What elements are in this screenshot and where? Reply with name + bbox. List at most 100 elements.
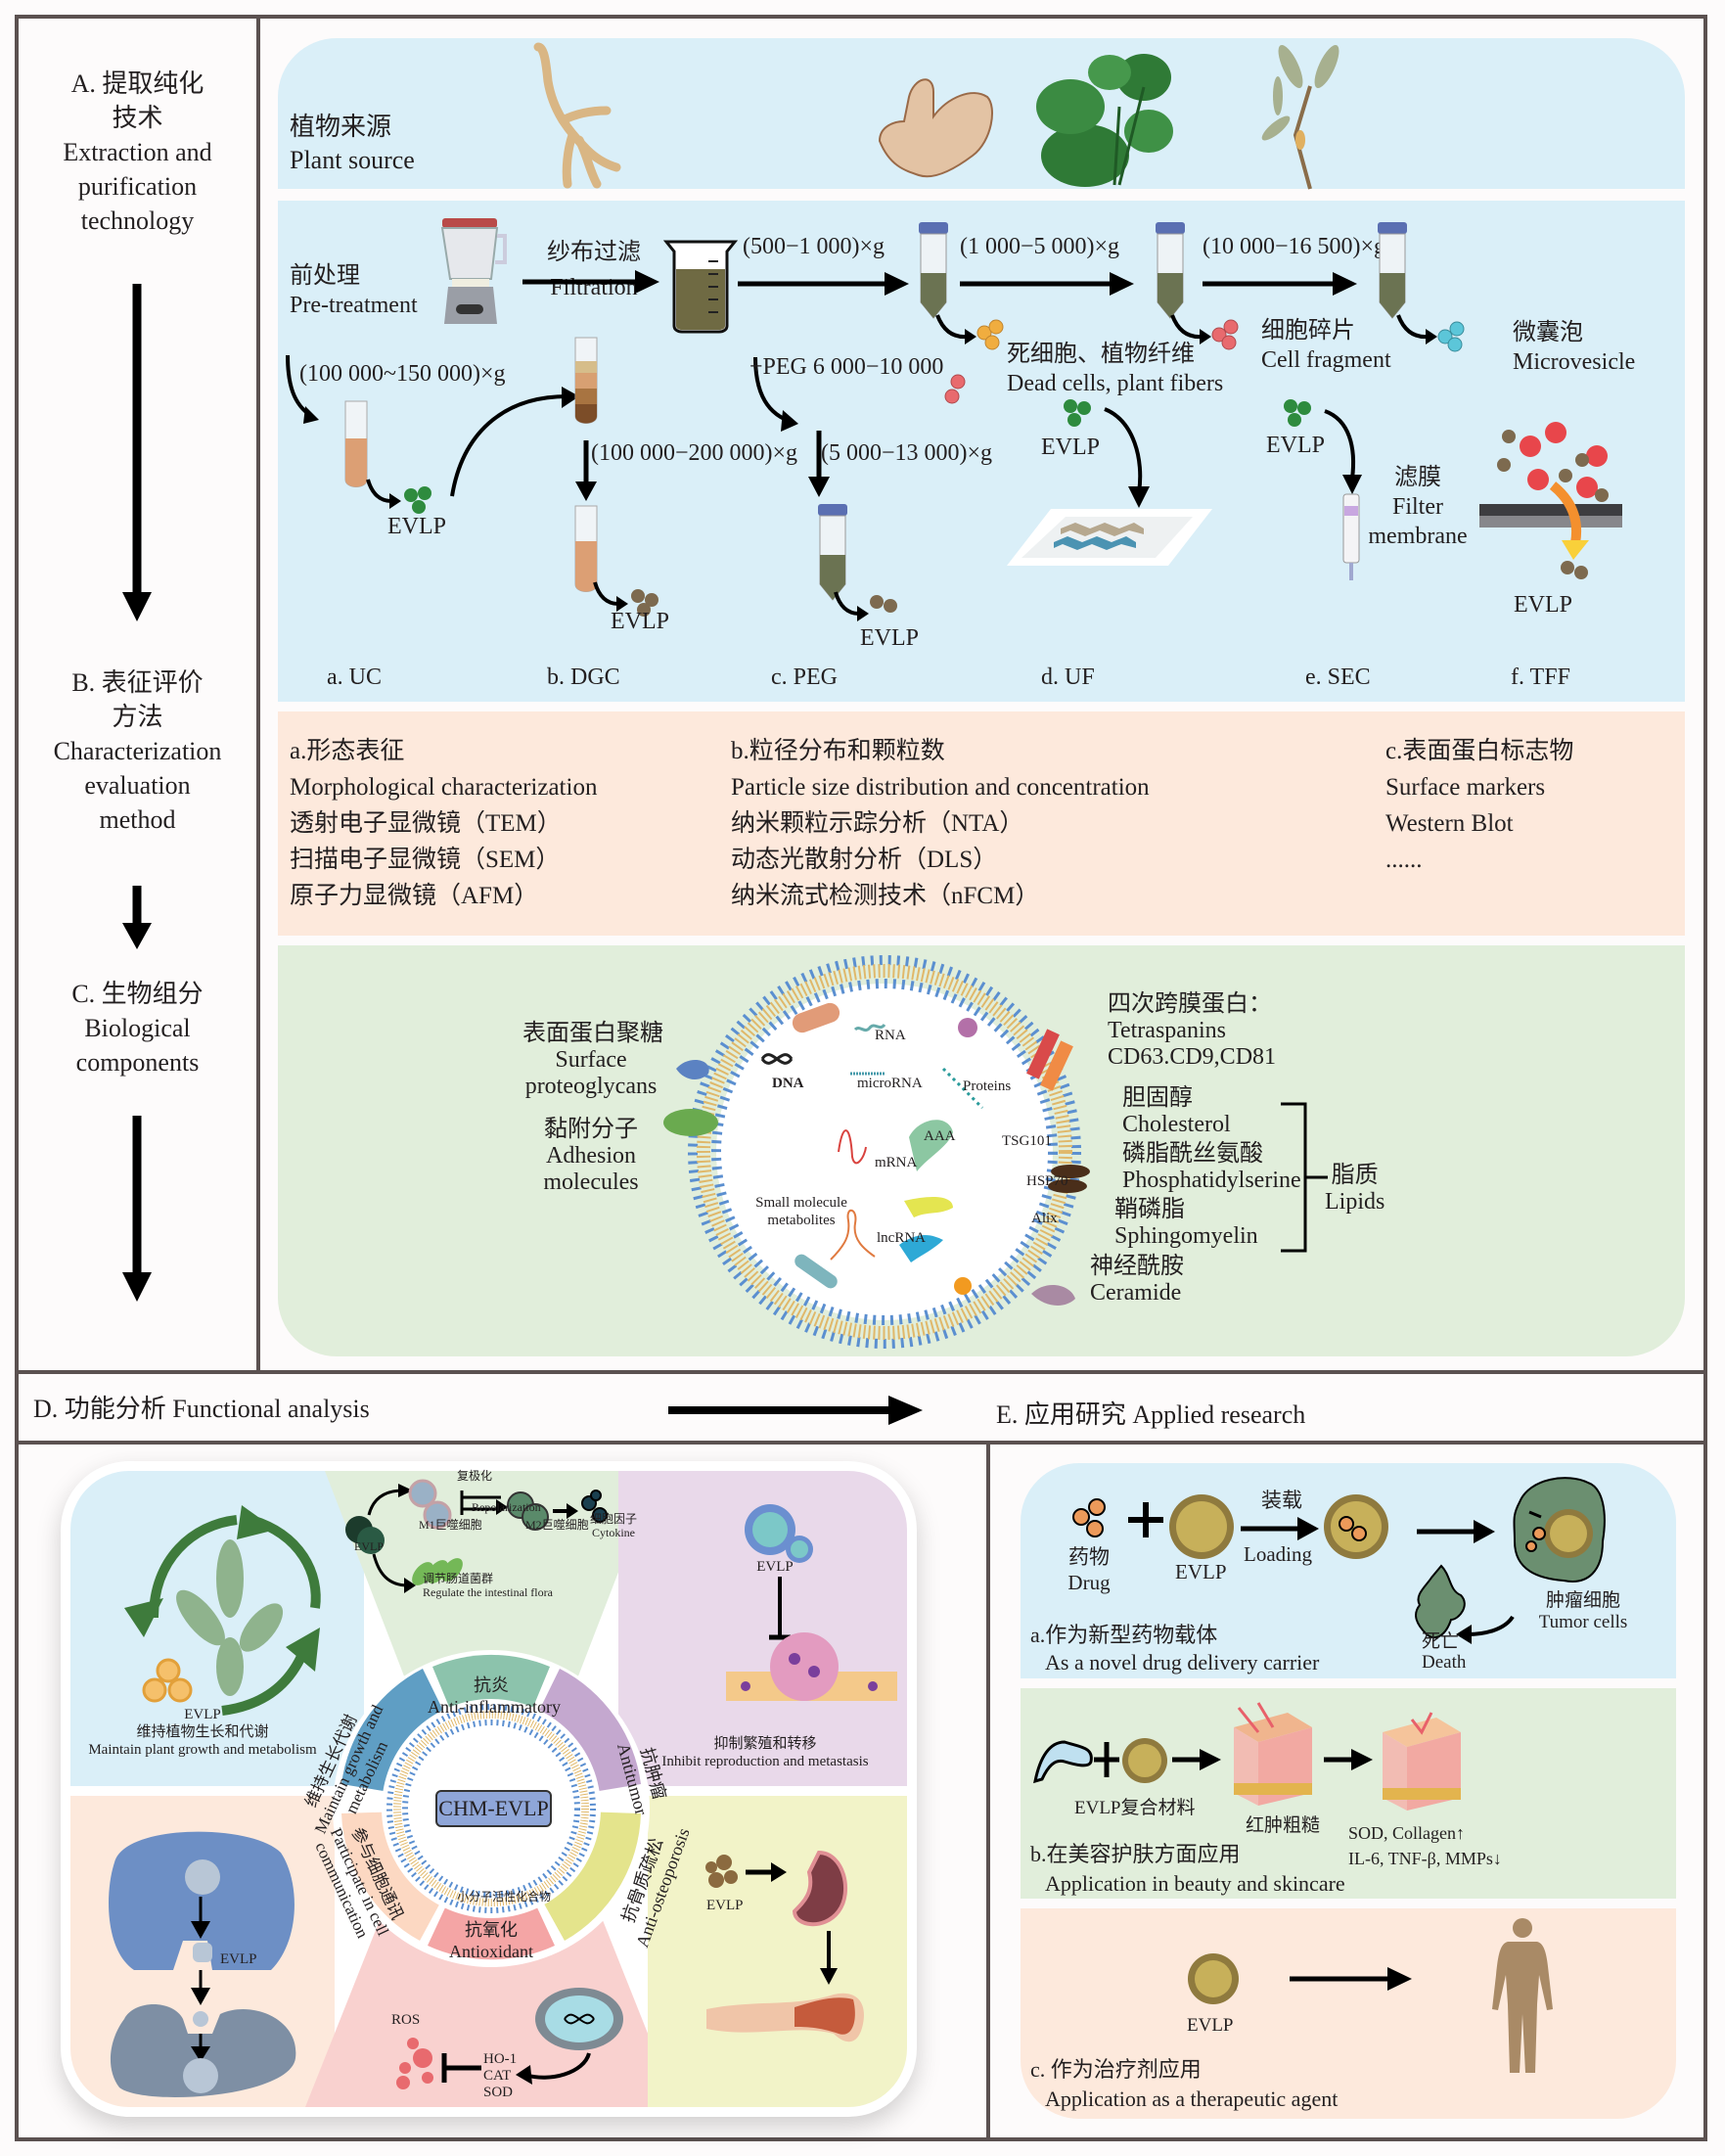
method-label-sec: e. SEC xyxy=(1305,665,1371,690)
peg-evlp-pellet xyxy=(834,591,897,621)
characterization-panel: a.形态表征 Morphological characterization 透射… xyxy=(278,711,1685,936)
section-c-label: C. 生物组分 Biological components xyxy=(19,977,256,1079)
flora-en: Regulate the intestinal flora xyxy=(423,1585,553,1599)
char-a-item: 透射电子显微镜（TEM） xyxy=(290,810,562,837)
drug-cn: 药物 xyxy=(1068,1545,1110,1569)
peg-red-particles xyxy=(944,374,966,404)
arrow-a-to-b xyxy=(122,284,152,621)
cytokine-cn: 细胞因子 xyxy=(589,1512,637,1526)
therapeutic-panel: EVLP c. 作为治疗剂应用 Application as a therape… xyxy=(1021,1908,1676,2119)
functional-analysis-card: 抗炎 Anti-inflammatory 抗肿瘤 Antitumor 抗骨质疏松… xyxy=(61,1461,917,2117)
skin-effects: SOD, Collagen↑ IL-6, TNF-β, MMPs↓ xyxy=(1348,1820,1502,1871)
ring-antioxidant-cn: 抗氧化 xyxy=(465,1920,518,1940)
tumor-inhibition-diagram xyxy=(726,1504,897,1701)
centrifuge-tube-3 xyxy=(1378,222,1407,319)
section-a-en3: technology xyxy=(80,206,195,235)
plant-source-label: 植物来源 Plant source xyxy=(290,111,415,177)
arrow-to-death xyxy=(1456,1615,1515,1644)
tetraspanins-en1: Tetraspanins xyxy=(1108,1018,1226,1043)
skin-effect-down: IL-6, TNF-β, MMPs↓ xyxy=(1348,1849,1502,1868)
microvesicle-label: 微囊泡 Microvesicle xyxy=(1513,318,1635,377)
section-b-cn2: 方法 xyxy=(112,703,163,731)
arrow-to-tumor xyxy=(1417,1520,1495,1543)
evlp-vesicle-diagram xyxy=(663,955,1090,1349)
pretreatment-en: Pre-treatment xyxy=(290,293,418,318)
dead-cells-cn: 死细胞、植物纤维 xyxy=(1007,342,1195,367)
arrow-step3 xyxy=(1203,272,1357,296)
loading-en: Loading xyxy=(1244,1542,1312,1566)
char-a-title-cn: a.形态表征 xyxy=(290,738,405,764)
plus-icon xyxy=(1128,1502,1163,1537)
dgc-result-tube xyxy=(574,505,598,592)
section-b-label: B. 表征评价 方法 Characterization evaluation m… xyxy=(19,665,256,837)
method-label-tff: f. TFF xyxy=(1511,665,1570,690)
arrow-uc-to-dgc xyxy=(450,387,579,497)
outer-frame xyxy=(15,15,1707,2141)
inner-small-2: metabolites xyxy=(767,1213,836,1228)
section-a-cn2: 技术 xyxy=(112,104,163,132)
composite-material-label: EVLP复合材料 xyxy=(1074,1798,1196,1818)
arrow-step1 xyxy=(738,272,909,296)
inner-lncrna: lncRNA xyxy=(877,1230,926,1246)
arrow-filtration xyxy=(522,270,659,294)
drug-carrier-title-en: As a novel drug delivery carrier xyxy=(1045,1650,1320,1674)
cell-fragment-label: 细胞碎片 Cell fragment xyxy=(1261,316,1391,375)
death-en: Death xyxy=(1422,1652,1467,1673)
comm-evlp-label: EVLP xyxy=(220,1951,257,1967)
skincare-title-cn: b.在美容护肤方面应用 xyxy=(1030,1842,1241,1866)
plant-evlp-particles xyxy=(142,1658,193,1703)
evlp-vesicle xyxy=(1169,1494,1234,1559)
drug-carrier-panel: 药物 Drug EVLP 装载 Loading 肿瘤细胞 Tumor cells… xyxy=(1021,1463,1676,1678)
skincare-title-en: Application in beauty and skincare xyxy=(1045,1871,1345,1896)
section-c-cn: C. 生物组分 xyxy=(71,980,204,1008)
microvesicle-en: Microvesicle xyxy=(1513,349,1636,375)
osteo-evlp-label: EVLP xyxy=(706,1898,744,1913)
char-a-item: 原子力显微镜（AFM） xyxy=(290,883,539,909)
inner-microrna: microRNA xyxy=(857,1076,923,1091)
rough-skin-label: 红肿粗糙 xyxy=(1246,1815,1321,1836)
filter-membrane-en2: membrane xyxy=(1368,524,1468,549)
tumor-cells-en: Tumor cells xyxy=(1538,1612,1628,1632)
arrow-sec xyxy=(1324,409,1362,494)
section-d-header: D. 功能分析 Functional analysis xyxy=(33,1395,370,1423)
method-label-uf: d. UF xyxy=(1041,665,1095,690)
pretreatment-label: 前处理 Pre-treatment xyxy=(290,261,418,320)
tetraspanins-label: 四次跨膜蛋白： Tetraspanins CD63.CD9,CD81 xyxy=(1108,991,1276,1071)
ring-antioxidant: 抗氧化 Antioxidant xyxy=(437,1919,545,1962)
inner-small-molecule: Small molecule metabolites xyxy=(743,1194,860,1229)
dead-cells-label: 死细胞、植物纤维 Dead cells, plant fibers xyxy=(1007,340,1223,398)
drug-en: Drug xyxy=(1067,1571,1111,1594)
adhesion-cn: 黏附分子 xyxy=(544,1117,638,1142)
therapeutic-title-cn: c. 作为治疗剂应用 xyxy=(1030,2057,1202,2082)
microvesicle-pellet xyxy=(1396,314,1465,352)
arrow-therapeutic xyxy=(1290,1967,1412,1991)
inner-proteins: Proteins xyxy=(963,1078,1012,1094)
lipids-label: 脂质 Lipids xyxy=(1325,1163,1385,1216)
tff-evlp-label: EVLP xyxy=(1514,592,1572,618)
filtration-cn: 纱布过滤 xyxy=(547,240,641,265)
tetraspanins-cn: 四次跨膜蛋白： xyxy=(1108,991,1272,1017)
dgc-speed: (100 000−200 000)×g xyxy=(591,440,798,466)
lipids-en: Lipids xyxy=(1325,1189,1385,1215)
ceramide-cn: 神经酰胺 xyxy=(1090,1254,1184,1279)
section-b-en2: evaluation xyxy=(84,771,191,800)
ring-anti-inflammatory: 抗炎 Anti-inflammatory xyxy=(428,1674,561,1718)
plant-en: Maintain plant growth and metabolism xyxy=(88,1742,317,1758)
arrow-to-uc xyxy=(286,354,319,424)
ring-anti-inflammatory-cn: 抗炎 xyxy=(474,1675,509,1695)
ginger-rhizome-image xyxy=(878,78,993,178)
sphingomyelin-en: Sphingomyelin xyxy=(1114,1223,1258,1249)
inner-small-1: Small molecule xyxy=(755,1195,847,1211)
de-divider xyxy=(986,1441,990,2141)
char-b-item: 纳米流式检测技术（nFCM） xyxy=(731,883,1040,909)
healthy-skin-image xyxy=(1383,1712,1461,1811)
blender-icon xyxy=(440,218,507,324)
phosphatidylserine-en: Phosphatidylserine xyxy=(1122,1168,1301,1193)
char-c-title-en: Surface markers xyxy=(1385,774,1546,801)
char-b-item: 动态光散射分析（DLS） xyxy=(731,847,998,873)
dead-cell-image xyxy=(1415,1564,1466,1639)
skin-effect-up: SOD, Collagen↑ xyxy=(1348,1823,1465,1843)
enzyme-item: SOD xyxy=(483,2085,514,2100)
therapeutic-title: c. 作为治疗剂应用 Application as a therapeutic … xyxy=(1030,2055,1338,2114)
arrow-b-to-c xyxy=(122,886,152,949)
